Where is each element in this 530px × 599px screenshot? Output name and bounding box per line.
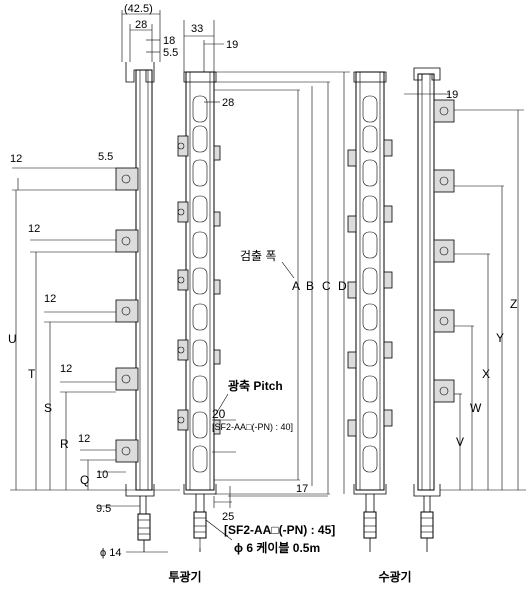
- emitter-brackets: [115, 167, 139, 463]
- dim-25: 25: [222, 511, 234, 523]
- receiver-front-view: [347, 71, 393, 539]
- receiver-right-dims: [404, 93, 526, 491]
- dim-5-5-top: 5.5: [163, 47, 178, 59]
- beam-pitch-label: 광축 Pitch: [228, 378, 283, 393]
- dim-V: V: [456, 435, 464, 449]
- dim-42-5: (42.5): [124, 3, 153, 15]
- receiver-side-body: [417, 73, 435, 491]
- dim-B: B: [306, 279, 314, 293]
- receiver-label: 수광기: [378, 570, 412, 584]
- emitter-lens-slots: [192, 95, 208, 473]
- emitter-top-dims: [121, 10, 161, 62]
- dim-D: D: [338, 279, 347, 293]
- dim-5-5-b: 5.5: [98, 151, 113, 163]
- emitter-front-view: [177, 71, 221, 548]
- emitter-front-top-dims: [183, 20, 224, 103]
- dim-18: 18: [163, 35, 175, 47]
- cable-label: ϕ 6 케이블 0.5m: [234, 540, 320, 555]
- emitter-front-connector: [193, 511, 207, 539]
- pitch-value: 20: [212, 407, 226, 421]
- dim-A: A: [292, 279, 300, 293]
- dim-T: T: [28, 367, 36, 381]
- dim-R: R: [60, 437, 69, 451]
- dim-X: X: [482, 367, 490, 381]
- receiver-front-connector: [363, 511, 377, 539]
- dim-9-5: 9.5: [96, 503, 111, 515]
- emitter-front-brackets: [177, 135, 221, 435]
- receiver-brackets: [433, 99, 455, 403]
- dim-12-a: 12: [10, 153, 22, 165]
- receiver-side-view: [413, 67, 455, 539]
- dim-28-top: 28: [135, 19, 147, 31]
- emitter-label: 투광기: [168, 570, 202, 584]
- receiver-front-body: [355, 71, 385, 491]
- dim-C: C: [322, 279, 331, 293]
- dim-10: 10: [96, 469, 108, 481]
- emitter-top-cap: [125, 62, 155, 83]
- dim-33: 33: [191, 23, 203, 35]
- dim-19-right: 19: [446, 89, 458, 101]
- dim-U: U: [8, 332, 17, 346]
- receiver-side-connector: [420, 511, 434, 539]
- bottom-note: [SF2-AA□(-PN) : 45]: [224, 523, 335, 537]
- dim-Z: Z: [510, 297, 517, 311]
- dim-19-top: 19: [226, 39, 238, 51]
- dim-W: W: [470, 401, 482, 415]
- phi14-label: ϕ 14: [100, 547, 121, 559]
- dim-S: S: [44, 401, 52, 415]
- emitter-side-body: [135, 69, 153, 491]
- dim-12-d: 12: [60, 363, 72, 375]
- emitter-connector: [137, 513, 151, 541]
- dim-Y: Y: [496, 331, 504, 345]
- detection-width-label: 검출 폭: [240, 249, 276, 263]
- emitter-side-view: [115, 62, 155, 541]
- dim-12-b: 12: [28, 223, 40, 235]
- dim-Q: Q: [80, 473, 89, 487]
- receiver-lens-slots: [362, 95, 378, 473]
- dim-17: 17: [296, 483, 308, 495]
- dim-28-front: 28: [222, 97, 234, 109]
- emitter-front-bottom-dims: [205, 486, 328, 541]
- emitter-left-dims: [10, 167, 180, 507]
- pitch-note: [SF2-AA□(-PN) : 40]: [212, 422, 293, 432]
- dim-12-c: 12: [44, 293, 56, 305]
- abcd-dims: [214, 71, 350, 495]
- emitter-front-body: [185, 71, 215, 491]
- dim-12-e: 12: [78, 433, 90, 445]
- receiver-top-cap: [413, 67, 441, 81]
- receiver-front-brackets: [347, 139, 393, 437]
